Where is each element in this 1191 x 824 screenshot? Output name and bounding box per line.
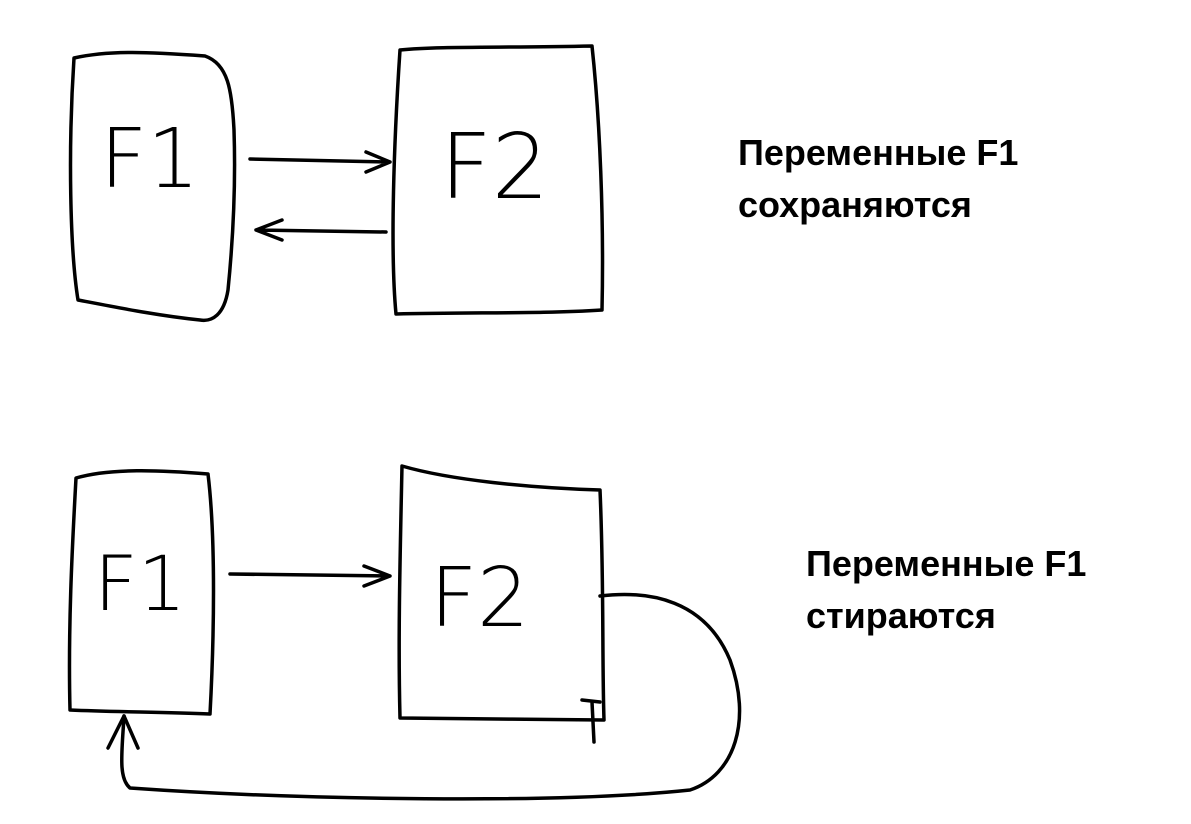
top-arrow-f1-to-f2 [248,150,392,174]
top-caption-line2: сохраняются [738,184,972,225]
top-f2-box [391,44,605,316]
top-f2-label: F2 [440,115,549,220]
bottom-f1-box [67,469,216,716]
top-f1-label: F1 [100,112,199,207]
bottom-return-arrowhead [106,698,602,750]
top-caption: Переменные F1 сохраняются [738,127,1018,231]
bottom-caption-line1: Переменные F1 [806,543,1087,584]
bottom-f1-label: F1 [94,539,186,628]
bottom-caption-line2: стираются [806,595,996,636]
bottom-f2-box [397,464,606,722]
bottom-arrow-f1-to-f2 [228,564,392,588]
bottom-return-loop [119,592,742,801]
top-caption-line1: Переменные F1 [738,132,1019,173]
top-arrow-f2-to-f1 [254,218,388,242]
bottom-f2-label: F2 [430,551,529,646]
top-f1-box [68,50,237,323]
bottom-caption: Переменные F1 стираются [806,538,1086,642]
